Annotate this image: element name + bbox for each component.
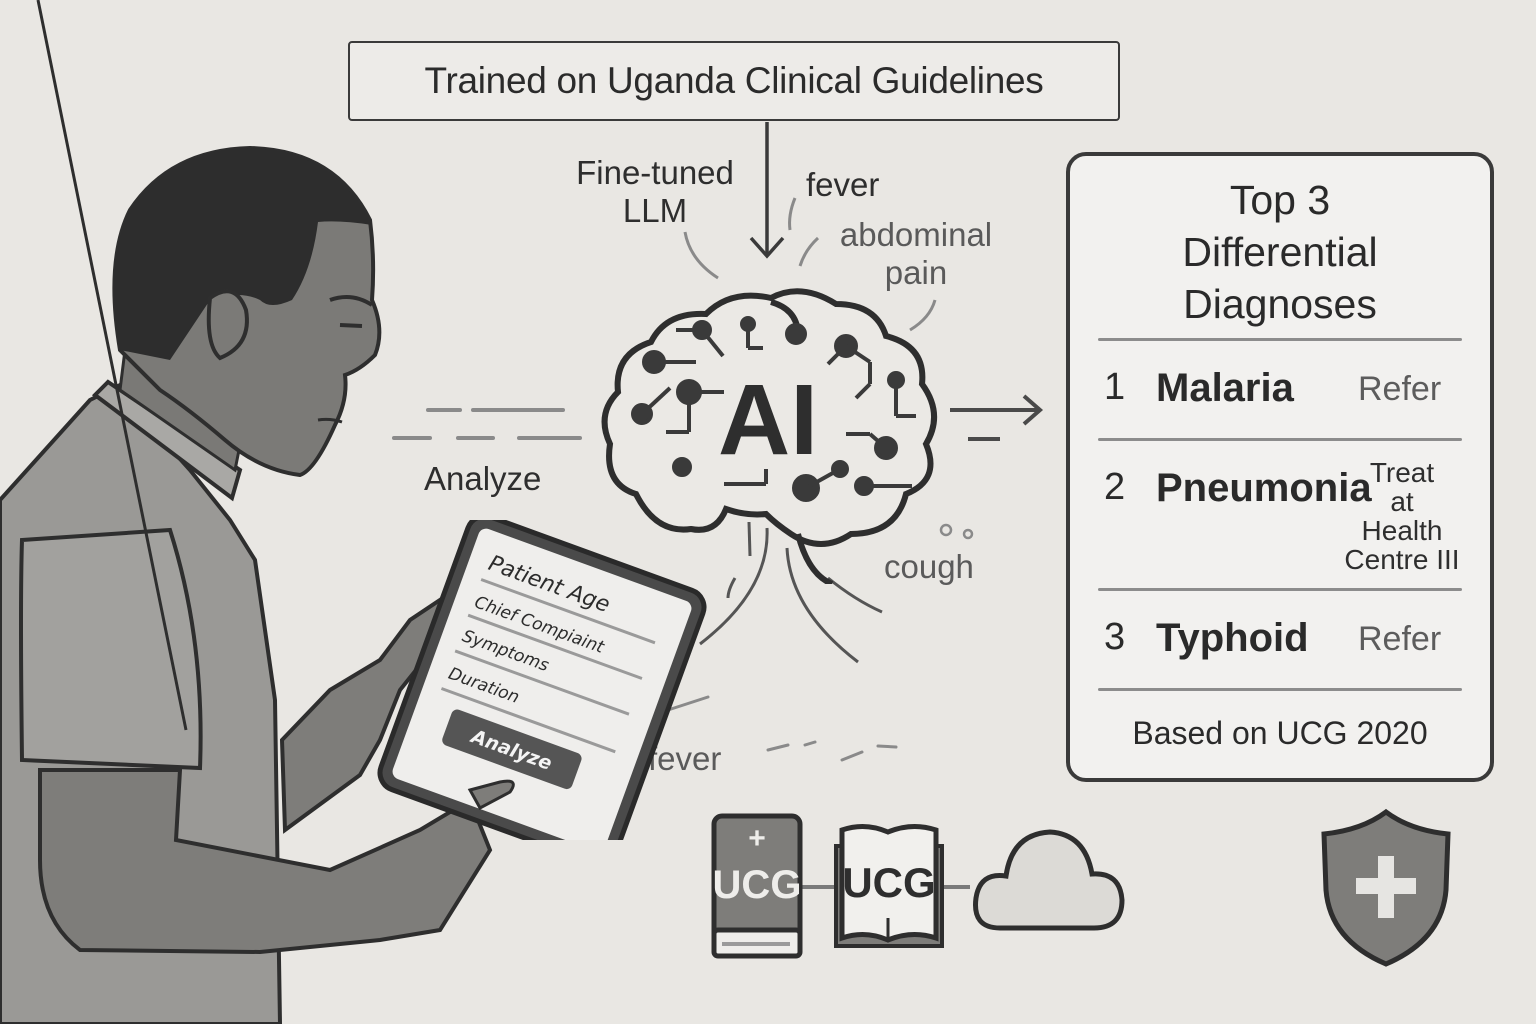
- card-title-line2: Differential: [1182, 229, 1378, 275]
- divider: [1098, 438, 1462, 441]
- divider: [1098, 588, 1462, 591]
- diagnosis-action: Treat at Health Centre III: [1332, 458, 1472, 574]
- card-footer: Based on UCG 2020: [1132, 715, 1428, 751]
- card-title: Top 3 Differential Diagnoses: [1070, 174, 1490, 330]
- diagnosis-action: Refer: [1358, 620, 1442, 658]
- differential-diagnoses-card: Top 3 Differential Diagnoses 1 Malaria R…: [1066, 152, 1494, 782]
- medical-book-icon: + UCG: [711, 813, 803, 959]
- diagnosis-action: Refer: [1358, 370, 1442, 408]
- card-title-line1: Top 3: [1229, 177, 1331, 223]
- diagnosis-name: Typhoid: [1156, 616, 1309, 660]
- ai-brain-icon: AI: [601, 288, 938, 584]
- model-label-line1: Fine-tuned: [576, 154, 734, 191]
- open-book-icon: UCG: [834, 824, 944, 948]
- rank: 3: [1104, 616, 1126, 658]
- cloud-icon: [973, 829, 1125, 931]
- action-line: Treat: [1369, 457, 1435, 488]
- rank: 2: [1104, 466, 1126, 508]
- ai-brain-text: AI: [718, 364, 818, 476]
- shirt-collar: [91, 379, 243, 502]
- title-text: Trained on Uganda Clinical Guidelines: [424, 60, 1044, 101]
- hair: [114, 148, 372, 360]
- card-title-line3: Diagnoses: [1183, 281, 1377, 327]
- model-label: Fine-tuned LLM: [560, 154, 750, 230]
- diagnosis-name: Pneumonia: [1156, 466, 1372, 510]
- pipeline-icons: + UCG UCG: [711, 808, 1451, 967]
- symptom-tag-fever-top: fever: [806, 166, 880, 203]
- forearm: [38, 768, 493, 955]
- abdominal-line1: abdominal: [839, 216, 993, 253]
- diagnosis-name: Malaria: [1156, 366, 1294, 410]
- symptom-tag-cough: cough: [884, 548, 974, 585]
- symptom-tag-abdominal-pain: abdominal pain: [826, 216, 1006, 292]
- symptom-tag-fever-bottom: fever: [648, 740, 722, 777]
- plus-icon: +: [748, 822, 766, 855]
- model-label-line2: LLM: [622, 191, 688, 229]
- action-line: Health: [1361, 515, 1443, 546]
- tablet-device: Patient Age Chief Compiaint Symptoms Dur…: [377, 520, 707, 840]
- diagnosis-row-1: 1 Malaria Refer: [1070, 366, 1490, 456]
- action-line: at: [1390, 486, 1414, 517]
- book-label: UCG: [842, 859, 935, 906]
- down-arrow-head-icon: [749, 236, 785, 259]
- book-label: UCG: [713, 863, 802, 907]
- diagnosis-row-3: 3 Typhoid Refer: [1070, 616, 1490, 706]
- tablet-screen: [392, 528, 692, 840]
- diagnosis-row-2: 2 Pneumonia Treat at Health Centre III: [1070, 458, 1490, 596]
- divider: [1098, 338, 1462, 341]
- right-arrow-icon: [1022, 394, 1044, 426]
- analyze-flow-label: Analyze: [424, 460, 542, 497]
- shirt-sleeve: [19, 527, 203, 771]
- title-banner: Trained on Uganda Clinical Guidelines: [348, 41, 1120, 121]
- medical-shield-icon: [1321, 808, 1451, 967]
- rank: 1: [1104, 366, 1126, 408]
- divider: [1098, 688, 1462, 691]
- action-line: Centre III: [1344, 544, 1460, 575]
- abdominal-line2: pain: [884, 253, 948, 291]
